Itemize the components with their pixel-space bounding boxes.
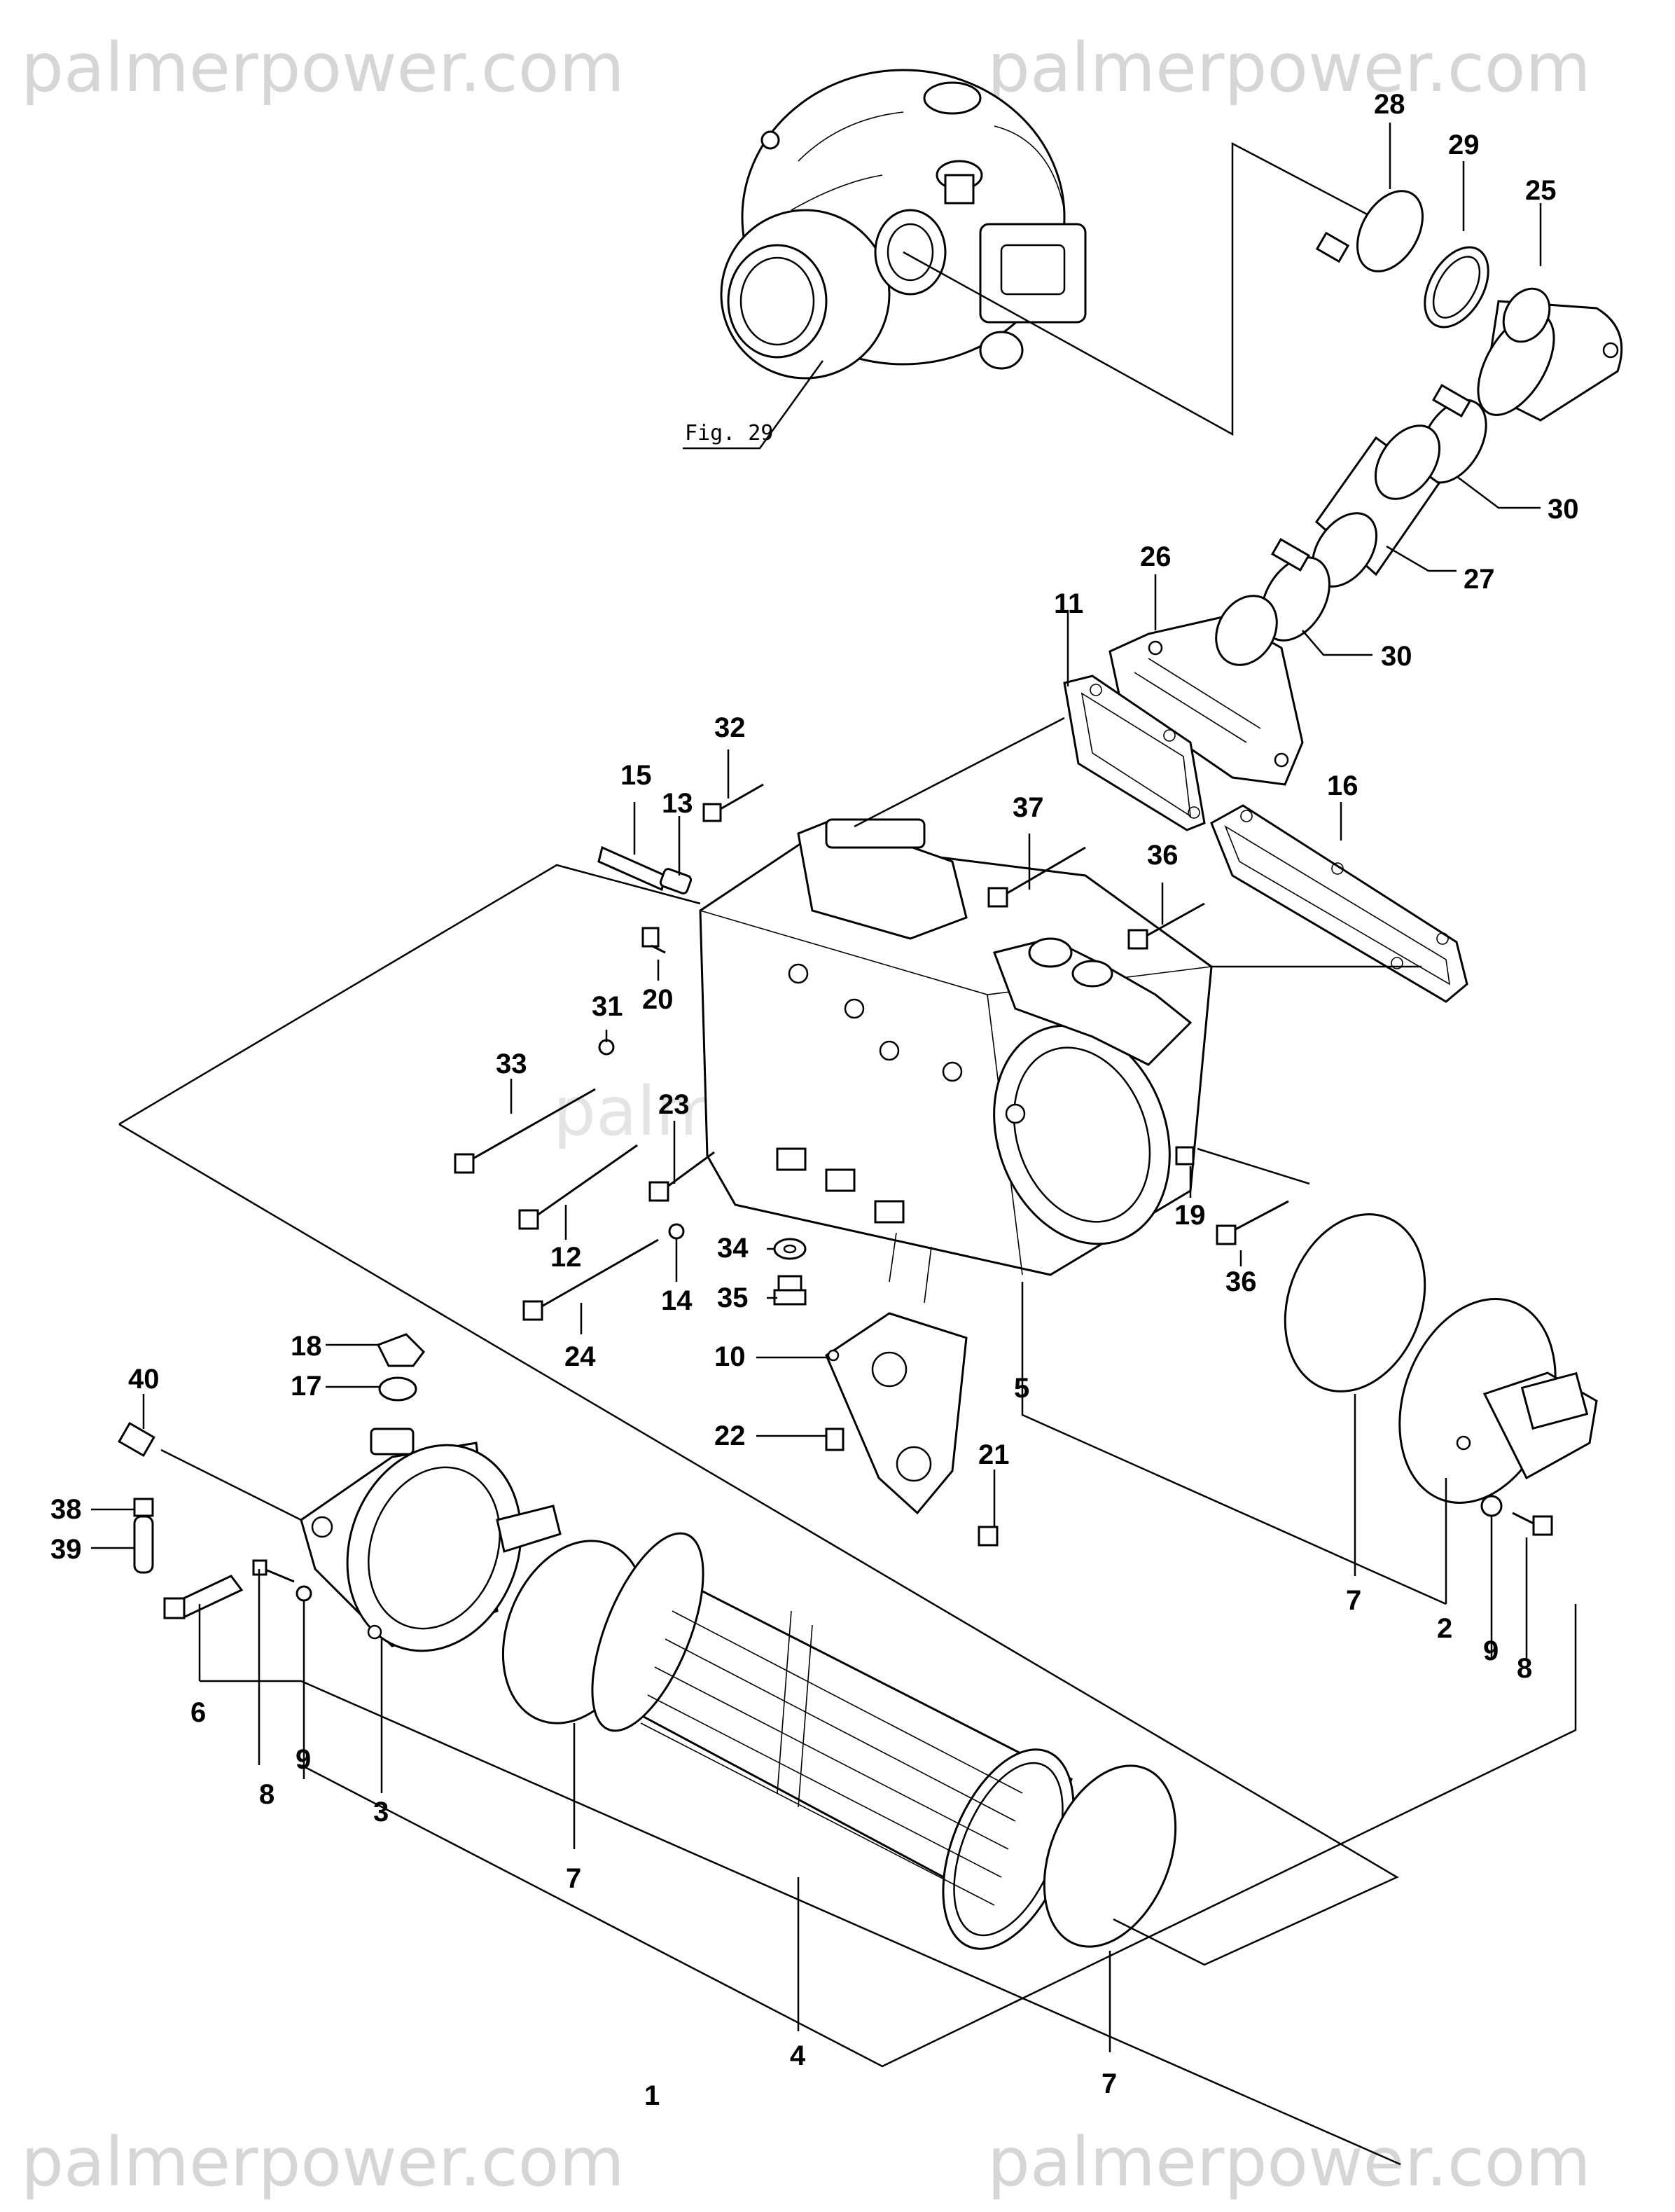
callout-39: 39 [50,1534,82,1565]
bolt-22 [825,1428,845,1451]
callout-6: 6 [190,1697,206,1728]
washer-14 [668,1223,685,1240]
callout-24: 24 [564,1341,596,1372]
callout-12: 12 [550,1242,582,1273]
bolt-33 [454,1088,596,1174]
bracket-10 [825,1312,968,1515]
bolt-12 [518,1144,638,1230]
watermark-top-right: palmerpower.com [987,29,1591,107]
callout-27: 27 [1464,564,1495,595]
fitting-40 [118,1421,155,1458]
bolt-36-upper [1127,902,1205,950]
watermark-top-left: palmerpower.com [21,29,625,107]
callout-22: 22 [714,1420,746,1451]
callout-28: 28 [1374,89,1405,120]
bolt-37 [987,846,1086,908]
callout-17: 17 [291,1371,322,1402]
sleeve-38 [133,1498,154,1517]
leader-turbo-outlet [903,141,1373,436]
gasket-11 [1063,675,1206,831]
bolt-24 [522,1238,659,1321]
callout-2: 2 [1437,1613,1452,1644]
o-ring-17 [378,1376,417,1402]
callout-10: 10 [714,1341,746,1372]
cooler-housing-5 [699,818,1213,1304]
bolt-32 [702,783,764,822]
bolt-23 [648,1151,715,1202]
callout-5: 5 [1014,1373,1029,1404]
callout-32: 32 [714,712,746,743]
callout-36-lower: 36 [1225,1266,1257,1297]
bolt-21 [978,1526,999,1547]
callout-31: 31 [592,991,623,1022]
callout-30-upper: 30 [1548,494,1579,525]
callout-33: 33 [496,1049,527,1079]
plug-35 [773,1275,807,1306]
bolt-19 [1175,1146,1195,1166]
watermark-bottom-right: palmerpower.com [987,2123,1591,2201]
callout-30-lower: 30 [1381,641,1412,672]
turbocharger-drawing [720,69,1087,380]
core-4 [591,1532,1075,1950]
fig-29-reference: Fig. 29 [683,360,824,450]
seal-ring-7-right [1043,1764,1177,1948]
fig-29-label: Fig. 29 [685,421,773,445]
bolt-20 [641,927,666,954]
pipe-15 [597,845,667,892]
callout-8-left: 8 [259,1779,274,1810]
washer-9-left [296,1585,312,1602]
callout-36-upper: 36 [1147,840,1179,871]
washer-9-right [1480,1495,1503,1517]
callout-29: 29 [1448,130,1480,160]
callout-35: 35 [717,1283,749,1313]
elbow-25 [1477,287,1623,422]
callout-7-bottom: 7 [1101,2068,1117,2099]
callout-26: 26 [1140,541,1172,572]
callout-19: 19 [1174,1200,1206,1231]
callout-38: 38 [50,1494,82,1525]
callout-1: 1 [644,2080,660,2111]
callout-40: 40 [128,1364,160,1395]
callout-4: 4 [790,2040,806,2071]
tube-39 [133,1515,154,1574]
callout-7-left: 7 [566,1863,581,1894]
callout-15: 15 [620,760,652,791]
plug-18 [376,1333,425,1367]
callout-3: 3 [373,1797,389,1827]
plug-6 [163,1575,244,1619]
callout-8-right: 8 [1517,1653,1532,1684]
clamp-28 [1315,190,1424,272]
callout-20: 20 [642,984,674,1015]
bolt-8-right [1512,1512,1553,1536]
callout-18: 18 [291,1331,322,1362]
sleeve-13 [659,868,693,894]
callout-11: 11 [1054,588,1083,619]
inlet-elbow-26 [1108,595,1304,786]
end-cover-2 [1398,1298,1598,1504]
callout-16: 16 [1327,770,1358,801]
seal-ring-7-upper-right [1284,1213,1426,1392]
callout-25: 25 [1525,175,1557,206]
watermark-bottom-left: palmerpower.com [21,2123,625,2201]
head-3 [300,1428,562,1652]
gasket-16 [1210,804,1468,1003]
callout-13: 13 [662,788,693,819]
leader-lines [91,123,1577,2166]
callout-9-left: 9 [296,1744,311,1775]
bolt-8-left [252,1559,295,1583]
callout-7-upper-right: 7 [1346,1585,1361,1616]
washer-34 [773,1238,807,1260]
callout-9-right: 9 [1483,1636,1499,1666]
callout-14: 14 [661,1285,693,1316]
callout-23: 23 [658,1089,690,1120]
bolt-36-lower [1216,1200,1289,1245]
callout-labels: 1 2 3 4 5 6 7 7 7 8 8 9 9 10 11 12 13 14… [50,89,1579,2111]
ring-29 [1424,246,1489,329]
callout-34: 34 [717,1233,749,1264]
callout-21: 21 [978,1439,1010,1470]
callout-37: 37 [1013,792,1044,823]
